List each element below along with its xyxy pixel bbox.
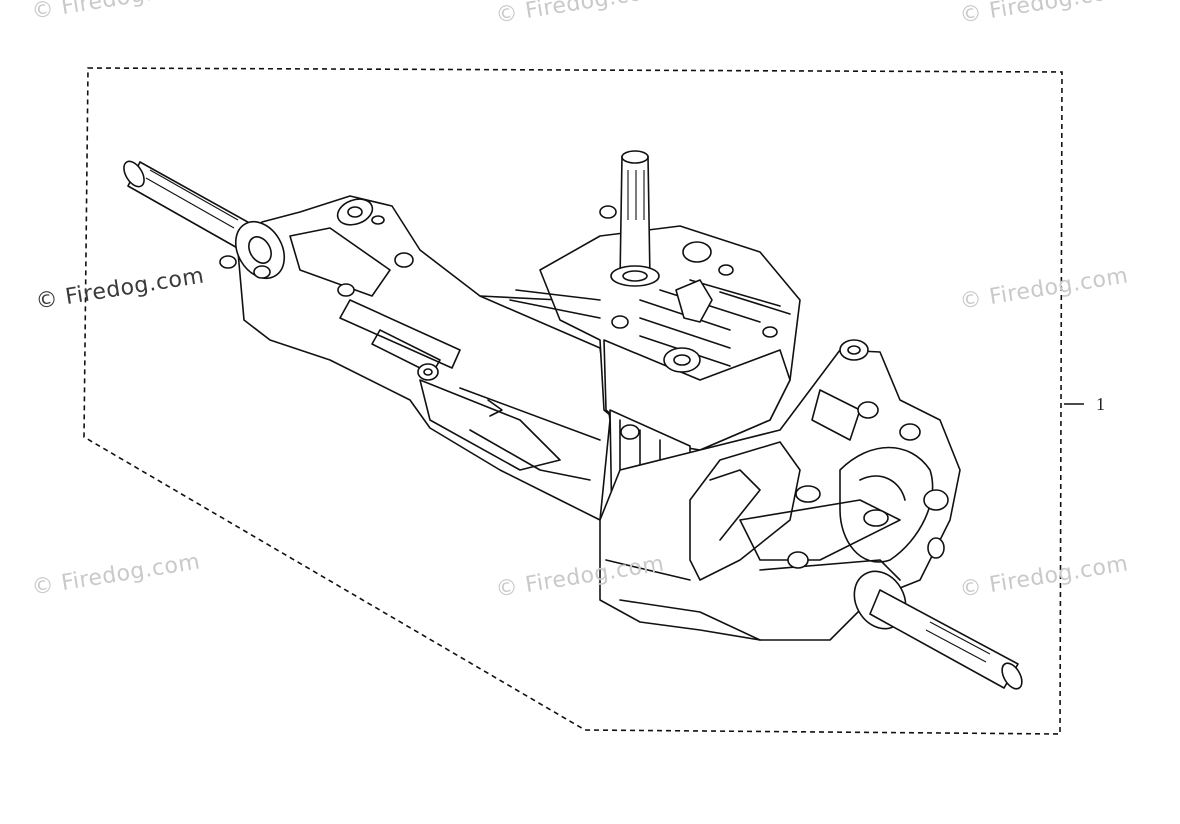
left-housing-arm [219,195,611,521]
part-callout-number: 1 [1096,394,1105,414]
center-gearbox [509,150,801,561]
right-axle-shaft [853,570,1023,690]
kit-boundary-dashed [83,67,1063,735]
right-housing [599,339,961,641]
